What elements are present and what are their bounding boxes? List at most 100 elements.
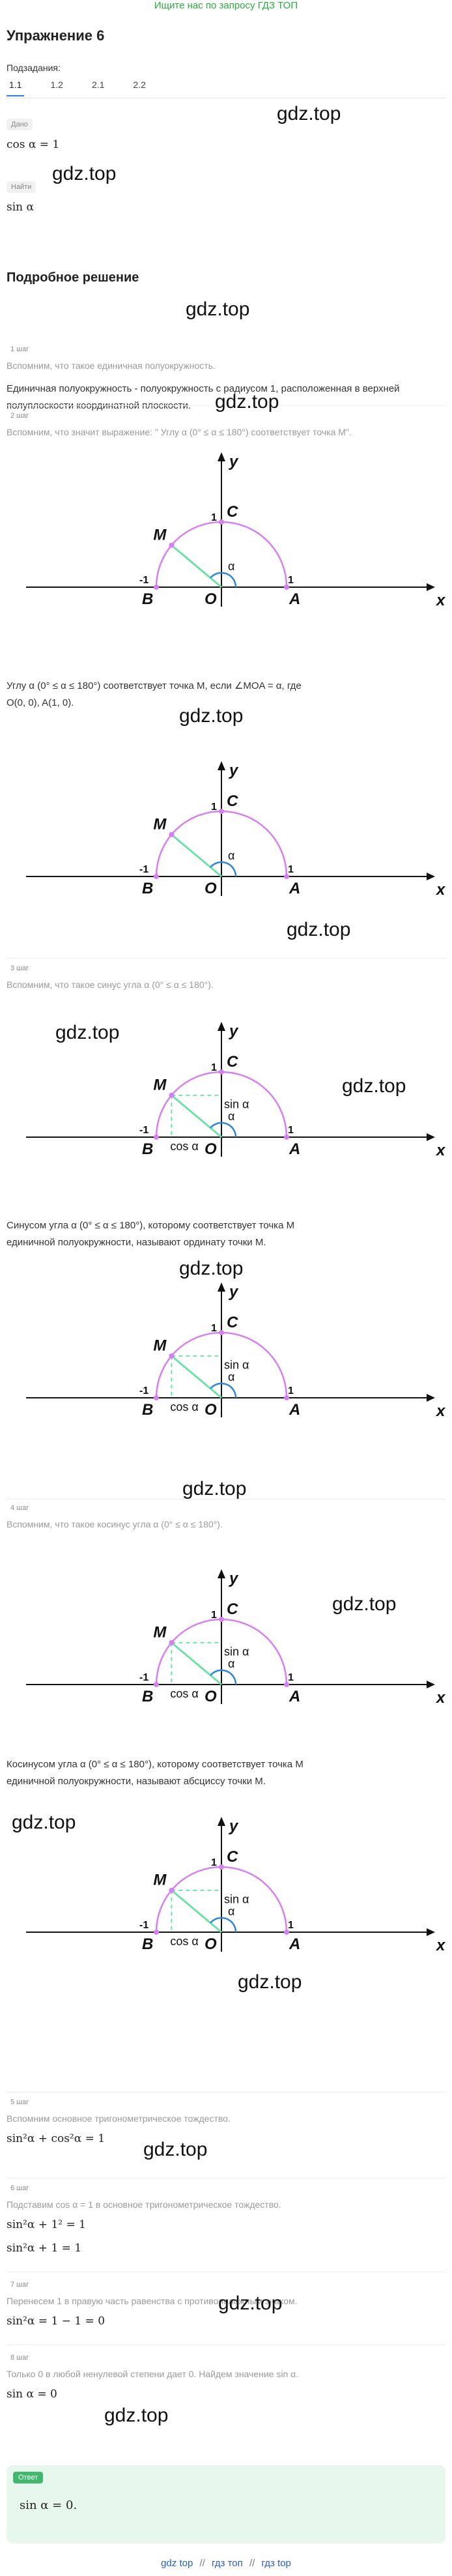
given-formula: cos α = 1 bbox=[7, 138, 60, 151]
label-c: C bbox=[227, 1600, 238, 1618]
sin-label: sin α bbox=[224, 1645, 249, 1658]
alpha-arc bbox=[210, 1382, 237, 1398]
tab-2-1[interactable]: 2.1 bbox=[91, 80, 105, 90]
alpha-arc bbox=[210, 1669, 237, 1685]
label-b: B bbox=[142, 1935, 153, 1953]
step-7-intro: Перенесем 1 в правую часть равенства с п… bbox=[7, 2296, 298, 2306]
label-a: A bbox=[289, 880, 300, 897]
point-c bbox=[219, 1864, 224, 1870]
cos-label: cos α bbox=[170, 1935, 198, 1948]
step-1-intro: Вспомним, что такое единичная полуокружн… bbox=[7, 360, 216, 371]
step-4-text-1: Косинусом угла α (0° ≤ α ≤ 180°), которо… bbox=[7, 1759, 304, 1770]
y-axis-label: y bbox=[229, 762, 239, 779]
step-6-formula-2: sin²α + 1 = 1 bbox=[7, 2242, 82, 2255]
radius-om bbox=[171, 1355, 222, 1399]
radius-om bbox=[171, 833, 222, 878]
tick-y-one: 1 bbox=[211, 1323, 217, 1334]
tab-1-1[interactable]: 1.1 bbox=[7, 78, 25, 96]
y-axis-arrow bbox=[218, 761, 225, 770]
point-b bbox=[154, 1135, 159, 1140]
alpha-label: α bbox=[228, 560, 234, 573]
y-axis-arrow bbox=[218, 452, 225, 461]
label-b: B bbox=[142, 1401, 153, 1419]
step-8-formula: sin α = 0 bbox=[7, 2388, 57, 2401]
x-axis-arrow bbox=[427, 1394, 435, 1402]
cos-label: cos α bbox=[170, 1400, 198, 1413]
tick-x-one: 1 bbox=[288, 1125, 294, 1136]
point-a bbox=[284, 1930, 289, 1935]
point-c bbox=[219, 1617, 224, 1622]
step-4-text-2: единичной полуокружности, называют абсци… bbox=[7, 1776, 266, 1787]
step-3-label: 3 шаг bbox=[10, 964, 29, 972]
watermark: gdz.top bbox=[55, 1022, 120, 1043]
tick-y-one: 1 bbox=[211, 802, 217, 813]
label-m: M bbox=[153, 1077, 167, 1094]
step-4-intro: Вспомним, что такое косинус угла α (0° ≤… bbox=[7, 1519, 223, 1529]
tick-x-minus-one: -1 bbox=[139, 575, 148, 586]
alpha-label: α bbox=[228, 1905, 234, 1918]
step-2-text-1: Углу α (0° ≤ α ≤ 180°) соответствует точ… bbox=[7, 680, 302, 691]
watermark: gdz.top bbox=[215, 391, 279, 412]
watermark: gdz.top bbox=[143, 2139, 208, 2160]
solution-title: Подробное решение bbox=[7, 270, 139, 285]
label-a: A bbox=[289, 1140, 300, 1158]
step-4-label: 4 шаг bbox=[10, 1504, 29, 1512]
step-6-label: 6 шаг bbox=[10, 2184, 29, 2192]
alpha-arc bbox=[210, 1917, 237, 1933]
alpha-arc bbox=[210, 572, 237, 588]
step-3-intro: Вспомним, что такое синус угла α (0° ≤ α… bbox=[7, 979, 214, 990]
y-axis-arrow bbox=[218, 1817, 225, 1826]
sin-label: sin α bbox=[224, 1893, 249, 1906]
label-m: M bbox=[153, 527, 167, 544]
watermark: gdz.top bbox=[238, 1971, 302, 1993]
label-o: O bbox=[205, 1688, 217, 1705]
label-m: M bbox=[153, 1624, 167, 1642]
label-b: B bbox=[142, 880, 153, 897]
y-axis-label: y bbox=[229, 1283, 239, 1301]
tab-2-2[interactable]: 2.2 bbox=[133, 80, 146, 90]
label-b: B bbox=[142, 1688, 153, 1705]
step-8-label: 8 шаг bbox=[10, 2354, 29, 2362]
watermark: gdz.top bbox=[12, 1812, 76, 1833]
footer-link-3[interactable]: гдз top bbox=[261, 2558, 291, 2569]
footer-link-2[interactable]: гдз топ bbox=[212, 2558, 243, 2569]
watermark: gdz.top bbox=[104, 2405, 169, 2426]
label-a: A bbox=[289, 590, 300, 608]
label-c: C bbox=[227, 1053, 238, 1071]
label-m: M bbox=[153, 1337, 167, 1355]
x-axis-label: x bbox=[435, 1402, 446, 1420]
x-axis-label: x bbox=[435, 1142, 446, 1159]
point-c bbox=[219, 1069, 224, 1075]
watermark: gdz.top bbox=[179, 1258, 244, 1279]
watermark: gdz.top bbox=[218, 2293, 283, 2314]
point-c bbox=[219, 809, 224, 814]
find-label: Найти bbox=[7, 181, 36, 193]
promo-link[interactable]: Ищите нас по запросу ГДЗ ТОП bbox=[154, 0, 298, 11]
label-a: A bbox=[289, 1401, 300, 1419]
x-axis-arrow bbox=[427, 1133, 435, 1141]
radius-om bbox=[171, 1642, 222, 1686]
point-m bbox=[169, 1887, 175, 1893]
point-a bbox=[284, 874, 289, 879]
footer-link-1[interactable]: gdz top bbox=[161, 2558, 193, 2569]
step-6-intro: Подставим cos α = 1 в основное тригономе… bbox=[7, 2199, 281, 2210]
radius-om bbox=[171, 1889, 222, 1933]
x-axis-label: x bbox=[435, 881, 446, 899]
y-axis-arrow bbox=[218, 1022, 225, 1031]
tick-y-one: 1 bbox=[211, 1062, 217, 1073]
tick-x-minus-one: -1 bbox=[139, 1672, 148, 1683]
point-a bbox=[284, 1395, 289, 1400]
step-7-label: 7 шаг bbox=[10, 2281, 29, 2289]
page-title: Упражнение 6 bbox=[7, 27, 105, 44]
label-m: M bbox=[153, 1872, 167, 1889]
given-label: Дано bbox=[7, 119, 33, 130]
watermark: gdz.top bbox=[182, 1478, 247, 1499]
step-2-text-2: O(0, 0), A(1, 0). bbox=[7, 697, 74, 708]
cos-label: cos α bbox=[170, 1687, 198, 1700]
tab-1-2[interactable]: 1.2 bbox=[50, 80, 63, 90]
